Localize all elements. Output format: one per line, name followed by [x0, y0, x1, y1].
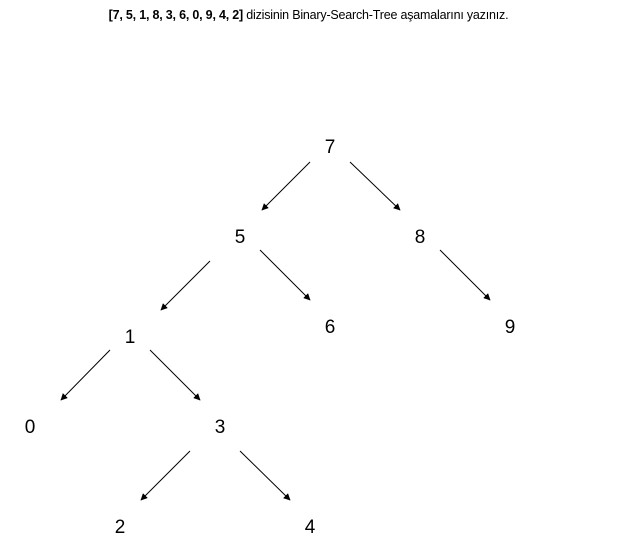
edge-3-2 [140, 450, 191, 501]
node-3: 3 [215, 417, 226, 438]
node-2: 2 [115, 517, 126, 538]
question-instruction: dizisinin Binary-Search-Tree aşamalarını… [243, 8, 509, 22]
node-4: 4 [305, 517, 316, 538]
node-0: 0 [25, 417, 36, 438]
node-5: 5 [235, 227, 246, 248]
node-6: 6 [325, 317, 336, 338]
node-9: 9 [505, 317, 516, 338]
edge-1-0 [60, 349, 111, 401]
edge-1-3 [149, 349, 201, 401]
edge-3-4 [239, 450, 291, 501]
edge-7-5 [261, 161, 311, 211]
edge-7-8 [349, 161, 401, 211]
question-array: [7, 5, 1, 8, 3, 6, 0, 9, 4, 2] [108, 8, 244, 22]
edge-5-1 [160, 260, 211, 311]
edge-5-6 [259, 249, 311, 301]
node-1: 1 [125, 327, 136, 348]
node-7: 7 [325, 137, 336, 158]
edge-8-9 [439, 249, 491, 301]
question-text: [7, 5, 1, 8, 3, 6, 0, 9, 4, 2] dizisinin… [0, 8, 617, 22]
node-8: 8 [415, 227, 426, 248]
